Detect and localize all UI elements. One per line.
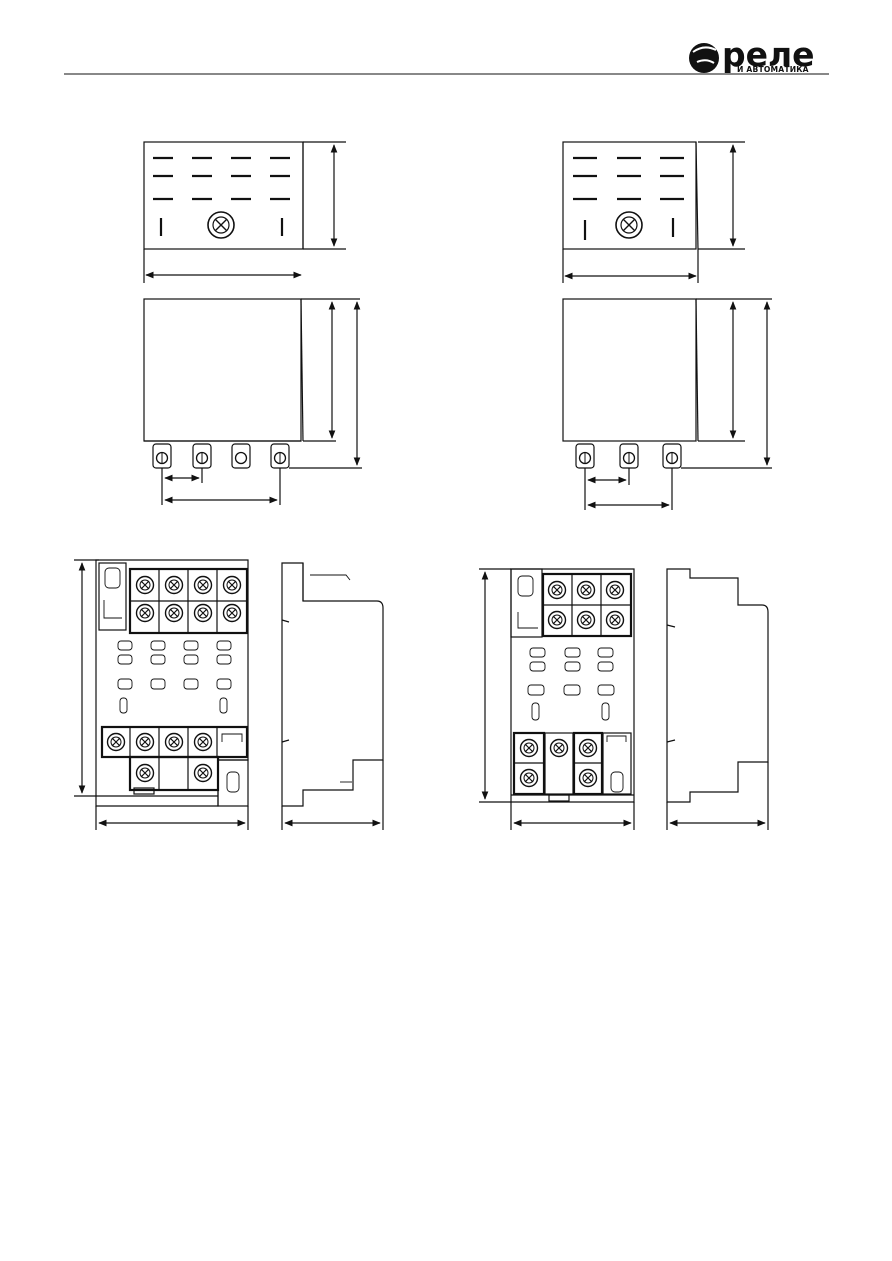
test-button-icon <box>615 211 643 239</box>
socket-4-side-view <box>281 562 384 830</box>
relay-4-top-view <box>143 141 346 283</box>
logo-globe-icon <box>689 43 719 73</box>
relay-4-pins <box>152 443 290 469</box>
brand-subtitle: И АВТОМАТИКА <box>737 65 809 74</box>
relay-3-front-view <box>562 298 772 510</box>
relay-4-front-view <box>143 298 362 505</box>
header: реле И АВТОМАТИКА <box>64 35 829 75</box>
socket-4-front-view <box>74 559 249 830</box>
socket-3-side-view <box>666 568 769 830</box>
relay-3-pins <box>575 443 682 469</box>
brand-word: реле <box>722 35 815 74</box>
brand-logo: реле И АВТОМАТИКА <box>689 35 815 74</box>
socket-3-front-view <box>479 568 635 830</box>
test-button-icon <box>207 211 235 239</box>
relay-3-top-view <box>562 141 745 283</box>
